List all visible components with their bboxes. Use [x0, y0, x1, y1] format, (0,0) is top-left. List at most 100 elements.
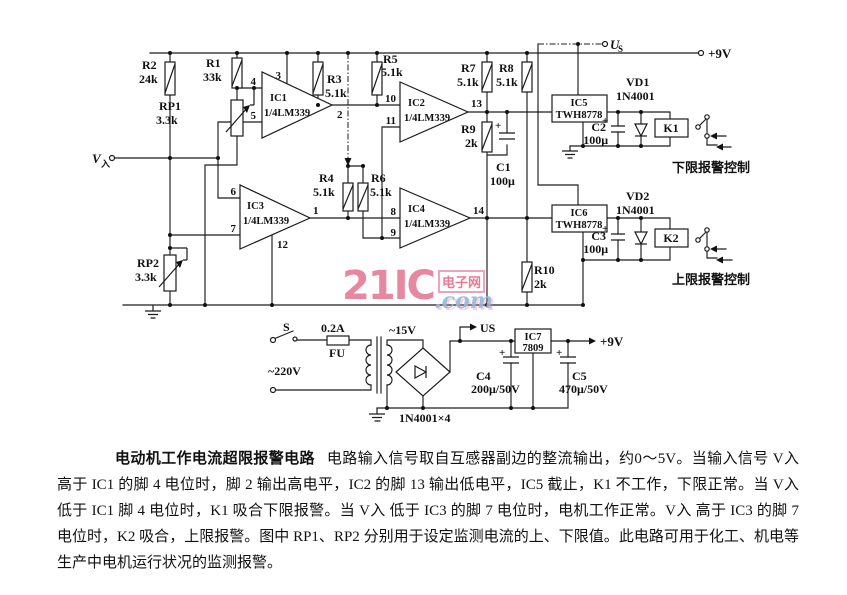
- caption-title: 电动机工作电流超限报警电路: [115, 451, 315, 467]
- label-r1-value: 33k: [203, 70, 222, 84]
- label-ic5: IC5: [571, 98, 588, 109]
- ref-arrow-down: [344, 158, 352, 166]
- pin-6: 6: [231, 186, 237, 198]
- resistor-r1: [231, 57, 243, 89]
- ic6-box: [551, 204, 608, 233]
- us-terminal: [601, 40, 609, 48]
- label-rp1-value: 3.3k: [156, 113, 178, 127]
- resistor-r4: [342, 182, 354, 212]
- label-r7-value: 5.1k: [457, 75, 479, 89]
- pot-rp2: [158, 247, 188, 292]
- k2-contact-top: [704, 227, 710, 233]
- label-c4: C4: [476, 369, 491, 383]
- vin-terminal: [108, 154, 116, 162]
- label-r1: R1: [206, 56, 221, 70]
- label-r5-value: 5.1k: [381, 65, 403, 79]
- plus9v-label: +9V: [708, 46, 732, 61]
- ground-ic5: [562, 146, 578, 159]
- label-r3: R3: [327, 72, 342, 86]
- label-ic6-type: TWH8778: [556, 220, 603, 231]
- terminals: [108, 40, 710, 394]
- label-ic4-type: 1/4LM339: [404, 219, 450, 230]
- pin-1: 1: [313, 205, 319, 217]
- fuse-rating-label: 0.2A: [321, 321, 345, 335]
- us-output-label: US: [480, 321, 496, 335]
- caption-paragraph: 电动机工作电流超限报警电路电路输入信号取自互感器副边的整流输出，约0～5V。当输…: [57, 446, 799, 576]
- pin-9: 9: [391, 227, 397, 239]
- pin-7: 7: [231, 223, 237, 235]
- label-c5: C5: [572, 369, 587, 383]
- us-arrow: [470, 323, 477, 331]
- label-r3-value: 5.1k: [325, 86, 347, 100]
- resistor-r8: [521, 61, 533, 93]
- label-r7: R7: [461, 61, 476, 75]
- label-c3-value: 100μ: [583, 242, 608, 256]
- plus9v-arrow: [589, 337, 596, 345]
- caption-body: 电路输入信号取自互感器副边的整流输出，约0～5V。当输入信号 V入 高于 IC1…: [57, 451, 799, 571]
- label-r4: R4: [319, 171, 334, 185]
- k2-contact-arrow-b: [716, 256, 723, 264]
- label-ic3-type: 1/4LM339: [243, 216, 289, 227]
- fuse-symbol: [326, 335, 350, 346]
- dash-dot-lines: [347, 43, 602, 160]
- label-r5: R5: [383, 52, 398, 66]
- relay-k1-box: [654, 118, 689, 138]
- resistor-r5: [371, 61, 383, 96]
- us-sub-label: S: [618, 44, 623, 54]
- label-rp2: RP2: [137, 256, 159, 270]
- pin-10: 10: [385, 93, 397, 105]
- junction-dots: [168, 42, 643, 410]
- resistor-r9: [481, 121, 493, 153]
- label-ic7: IC7: [525, 332, 542, 343]
- fuse-label: FU: [329, 346, 345, 360]
- lower-limit-alarm-label: 下限报警控制: [672, 160, 750, 175]
- label-r8: R8: [499, 61, 514, 75]
- label-ic3: IC3: [247, 201, 264, 212]
- label-r10: R10: [534, 263, 555, 277]
- label-c5-value: 470μ/50V: [559, 382, 608, 396]
- secondary-voltage-label: ~15V: [389, 323, 416, 337]
- bridge-rectifier: [395, 347, 451, 397]
- k1-contact-arrow-a: [710, 132, 717, 140]
- label-ic2-type: 1/4LM339: [404, 113, 450, 124]
- ground-left: [145, 305, 161, 319]
- label-ic1-type: 1/4LM339: [264, 108, 310, 119]
- label-vd2: VD2: [626, 189, 649, 203]
- capacitor-c2: [611, 125, 625, 133]
- mains-terminal-bottom: [269, 386, 277, 394]
- pin-14: 14: [473, 205, 485, 217]
- caption: 电动机工作电流超限报警电路电路输入信号取自互感器副边的整流输出，约0～5V。当输…: [57, 446, 799, 576]
- k2-contact-mid: [704, 246, 710, 252]
- mains-label: ~220V: [268, 364, 301, 378]
- diode-vd2: [634, 231, 648, 246]
- capacitor-c3: [611, 233, 625, 241]
- plus9v-terminal: [697, 49, 705, 57]
- upper-limit-alarm-label: 上限报警控制: [672, 272, 750, 287]
- psu-plus9v-label: +9V: [600, 334, 624, 349]
- label-r8-value: 5.1k: [496, 75, 518, 89]
- pin-5: 5: [251, 110, 257, 122]
- label-vd1-type: 1N4001: [616, 89, 655, 103]
- pin-2: 2: [337, 109, 343, 121]
- label-ic5-type: TWH8778: [556, 110, 603, 121]
- c4-plus-sign: +: [499, 347, 505, 359]
- mains-terminal-top: [269, 336, 277, 344]
- opamp-ic3: [239, 184, 312, 250]
- label-c4-value: 200μ/50V: [471, 382, 520, 396]
- label-r2-value: 24k: [139, 72, 158, 86]
- label-r9-value: 2k: [465, 136, 478, 150]
- label-c3: C3: [591, 229, 606, 243]
- k1-contact-left: [695, 124, 701, 130]
- ic5-box: [551, 94, 608, 123]
- opamp-ic4: [399, 187, 472, 249]
- pin-11: 11: [386, 115, 396, 127]
- diode-vd1: [634, 123, 648, 138]
- label-ic4: IC4: [408, 204, 426, 215]
- vin-sub-label: 入: [100, 159, 110, 169]
- label-ic1: IC1: [270, 93, 287, 104]
- label-r2: R2: [142, 58, 157, 72]
- schematic-labels: R2 24k R1 33k RP1 3.3k RP2 3.3k R3 5.1k …: [92, 37, 750, 425]
- k2-contact-left: [695, 237, 701, 243]
- label-vd1: VD1: [626, 75, 649, 89]
